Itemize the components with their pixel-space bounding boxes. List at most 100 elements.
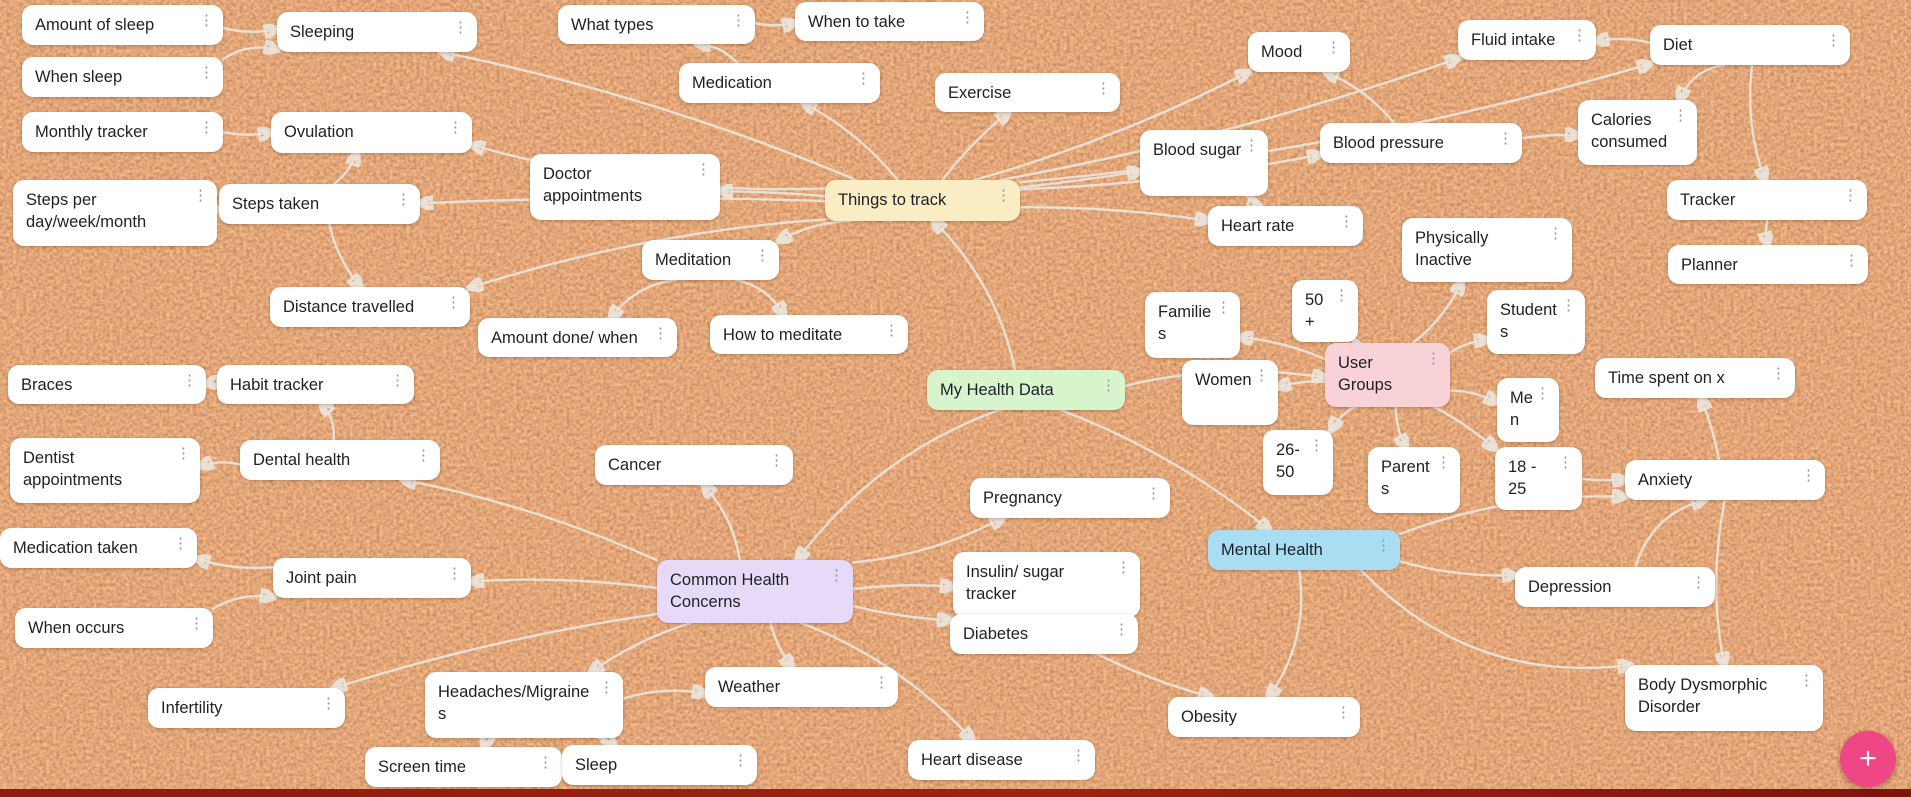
node-amount_sleep[interactable]: Amount of sleep⋮ <box>22 5 223 45</box>
node-menu-icon[interactable]: ⋮ <box>1339 213 1354 230</box>
node-braces[interactable]: Braces⋮ <box>8 365 206 404</box>
node-medication[interactable]: Medication⋮ <box>679 63 880 103</box>
node-joint_pain[interactable]: Joint pain⋮ <box>273 558 471 598</box>
node-menu-icon[interactable]: ⋮ <box>1114 621 1129 638</box>
node-menu-icon[interactable]: ⋮ <box>173 535 188 552</box>
node-dentist_appt[interactable]: Dentist appointments⋮ <box>10 438 200 503</box>
node-obesity[interactable]: Obesity⋮ <box>1168 697 1360 737</box>
node-menu-icon[interactable]: ⋮ <box>731 12 746 29</box>
node-menu-icon[interactable]: ⋮ <box>1244 137 1259 154</box>
node-menu-icon[interactable]: ⋮ <box>199 12 214 29</box>
node-mood[interactable]: Mood⋮ <box>1248 32 1350 72</box>
node-menu-icon[interactable]: ⋮ <box>193 187 208 204</box>
node-menu-icon[interactable]: ⋮ <box>1376 537 1391 554</box>
node-headaches[interactable]: Headaches/Migraines⋮ <box>425 672 623 738</box>
node-heart_rate[interactable]: Heart rate⋮ <box>1208 206 1363 246</box>
node-amount_done[interactable]: Amount done/ when⋮ <box>478 318 677 357</box>
node-menu-icon[interactable]: ⋮ <box>856 70 871 87</box>
node-menu-icon[interactable]: ⋮ <box>1572 27 1587 44</box>
node-menu-icon[interactable]: ⋮ <box>448 119 463 136</box>
node-menu-icon[interactable]: ⋮ <box>1771 365 1786 382</box>
node-menu-icon[interactable]: ⋮ <box>176 445 191 462</box>
node-menu-icon[interactable]: ⋮ <box>960 9 975 26</box>
node-meditation[interactable]: Meditation⋮ <box>642 240 779 280</box>
node-menu-icon[interactable]: ⋮ <box>696 161 711 178</box>
node-menu-icon[interactable]: ⋮ <box>1801 467 1816 484</box>
node-screen_time[interactable]: Screen time⋮ <box>365 747 562 787</box>
node-mental_health[interactable]: Mental Health⋮ <box>1208 530 1400 570</box>
node-menu-icon[interactable]: ⋮ <box>416 447 431 464</box>
node-menu-icon[interactable]: ⋮ <box>1101 377 1116 394</box>
node-habit_tracker[interactable]: Habit tracker⋮ <box>217 365 414 404</box>
node-diet[interactable]: Diet⋮ <box>1650 25 1850 65</box>
node-steps_per[interactable]: Steps per day/week/month⋮ <box>13 180 217 246</box>
node-infertility[interactable]: Infertility⋮ <box>148 688 345 728</box>
node-menu-icon[interactable]: ⋮ <box>199 64 214 81</box>
node-time_spent[interactable]: Time spent on x⋮ <box>1595 358 1795 398</box>
node-chc[interactable]: Common Health Concerns⋮ <box>657 560 853 623</box>
node-menu-icon[interactable]: ⋮ <box>733 752 748 769</box>
node-things_to_track[interactable]: Things to track⋮ <box>825 180 1020 221</box>
node-menu-icon[interactable]: ⋮ <box>884 322 899 339</box>
node-menu-icon[interactable]: ⋮ <box>182 372 197 389</box>
node-menu-icon[interactable]: ⋮ <box>829 567 844 584</box>
node-menu-icon[interactable]: ⋮ <box>1334 287 1349 304</box>
node-menu-icon[interactable]: ⋮ <box>769 452 784 469</box>
node-monthly_tracker[interactable]: Monthly tracker⋮ <box>22 112 223 152</box>
node-menu-icon[interactable]: ⋮ <box>653 325 668 342</box>
node-exercise[interactable]: Exercise⋮ <box>935 73 1120 112</box>
node-sleeping[interactable]: Sleeping⋮ <box>277 12 477 52</box>
node-menu-icon[interactable]: ⋮ <box>996 187 1011 204</box>
node-menu-icon[interactable]: ⋮ <box>1216 299 1231 316</box>
node-blood_pressure[interactable]: Blood pressure⋮ <box>1320 123 1522 163</box>
node-fifty_plus[interactable]: 50 +⋮ <box>1292 280 1358 342</box>
node-menu-icon[interactable]: ⋮ <box>321 695 336 712</box>
node-what_types[interactable]: What types⋮ <box>558 5 755 44</box>
node-menu-icon[interactable]: ⋮ <box>1843 187 1858 204</box>
node-menu-icon[interactable]: ⋮ <box>1673 107 1688 124</box>
node-menu-icon[interactable]: ⋮ <box>390 372 405 389</box>
node-menu-icon[interactable]: ⋮ <box>1326 39 1341 56</box>
node-insulin[interactable]: Insulin/ sugar tracker⋮ <box>953 552 1140 617</box>
node-planner[interactable]: Planner⋮ <box>1668 245 1868 284</box>
node-menu-icon[interactable]: ⋮ <box>599 679 614 696</box>
node-menu-icon[interactable]: ⋮ <box>874 674 889 691</box>
node-how_meditate[interactable]: How to meditate⋮ <box>710 315 908 354</box>
node-menu-icon[interactable]: ⋮ <box>755 247 770 264</box>
node-x26_50[interactable]: 26-50⋮ <box>1263 430 1333 495</box>
node-when_sleep[interactable]: When sleep⋮ <box>22 57 223 97</box>
node-weather[interactable]: Weather⋮ <box>705 667 898 707</box>
node-menu-icon[interactable]: ⋮ <box>199 119 214 136</box>
node-menu-icon[interactable]: ⋮ <box>1096 80 1111 97</box>
node-cancer[interactable]: Cancer⋮ <box>595 445 793 485</box>
node-my_health_data[interactable]: My Health Data⋮ <box>927 370 1125 410</box>
node-tracker[interactable]: Tracker⋮ <box>1667 180 1867 220</box>
node-bdd[interactable]: Body Dysmorphic Disorder⋮ <box>1625 665 1823 731</box>
node-menu-icon[interactable]: ⋮ <box>1309 437 1324 454</box>
node-fluid_intake[interactable]: Fluid intake⋮ <box>1458 20 1596 60</box>
node-menu-icon[interactable]: ⋮ <box>1146 485 1161 502</box>
node-phys_inactive[interactable]: Physically Inactive⋮ <box>1402 218 1572 282</box>
node-menu-icon[interactable]: ⋮ <box>1116 559 1131 576</box>
add-node-button[interactable]: + <box>1840 731 1896 787</box>
node-medication_taken[interactable]: Medication taken⋮ <box>0 528 197 568</box>
node-men[interactable]: Men⋮ <box>1497 378 1559 442</box>
node-sleep[interactable]: Sleep⋮ <box>562 745 757 785</box>
node-menu-icon[interactable]: ⋮ <box>1799 672 1814 689</box>
node-when_to_take[interactable]: When to take⋮ <box>795 2 984 41</box>
node-user_groups[interactable]: User Groups⋮ <box>1325 343 1450 407</box>
node-menu-icon[interactable]: ⋮ <box>1498 130 1513 147</box>
node-menu-icon[interactable]: ⋮ <box>1561 297 1576 314</box>
node-students[interactable]: Students⋮ <box>1487 290 1585 354</box>
node-dental_health[interactable]: Dental health⋮ <box>240 440 440 480</box>
node-menu-icon[interactable]: ⋮ <box>1426 350 1441 367</box>
node-depression[interactable]: Depression⋮ <box>1515 567 1715 607</box>
node-menu-icon[interactable]: ⋮ <box>1071 747 1086 764</box>
node-ovulation[interactable]: Ovulation⋮ <box>271 112 472 153</box>
node-menu-icon[interactable]: ⋮ <box>1535 385 1550 402</box>
node-menu-icon[interactable]: ⋮ <box>1548 225 1563 242</box>
node-menu-icon[interactable]: ⋮ <box>1436 454 1451 471</box>
node-menu-icon[interactable]: ⋮ <box>1844 252 1859 269</box>
node-parents[interactable]: Parents⋮ <box>1368 447 1460 513</box>
node-menu-icon[interactable]: ⋮ <box>453 19 468 36</box>
